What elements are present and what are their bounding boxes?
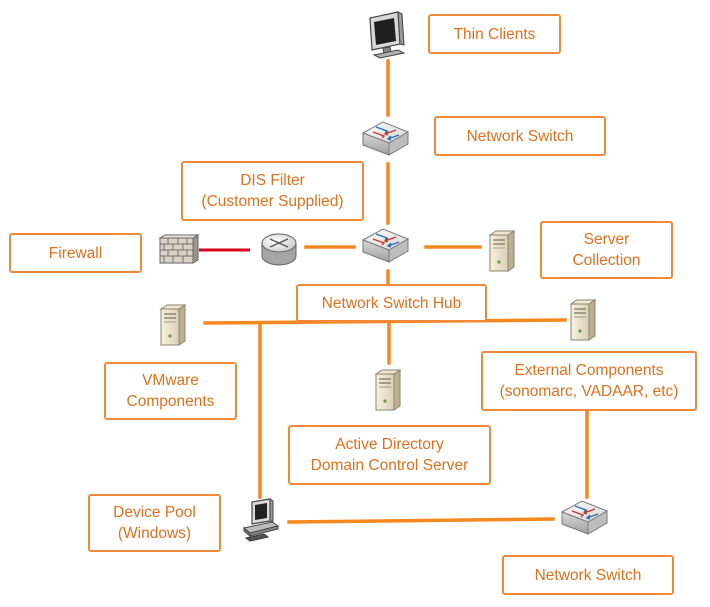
- label-dis-filter: DIS Filter (Customer Supplied): [181, 161, 364, 221]
- server-tower-icon: [570, 299, 596, 341]
- label-line: Domain Control Server: [310, 457, 469, 474]
- label-line: (Windows): [117, 525, 192, 542]
- network-switch-hub-icon: [362, 228, 409, 263]
- label-line: Network Switch: [466, 127, 574, 145]
- label-line: Device Pool: [113, 504, 196, 521]
- label-line: Network Switch Hub: [321, 294, 462, 312]
- label-vmware-components: VMware Components: [104, 362, 237, 420]
- label-line: DIS Filter: [240, 172, 305, 189]
- label-device-pool: Device Pool (Windows): [88, 494, 221, 552]
- monitor-icon: [369, 11, 406, 59]
- firewall-icon: [158, 234, 200, 264]
- label-network-switch-bottom: Network Switch: [502, 555, 674, 595]
- label-network-switch-top: Network Switch: [434, 116, 606, 156]
- label-line: VMware: [142, 372, 199, 389]
- desktop-computer-icon: [243, 498, 279, 542]
- network-switch-icon: [362, 121, 409, 156]
- label-thin-clients: Thin Clients: [428, 14, 561, 54]
- link-device-pool-switch: [287, 517, 555, 524]
- network-switch-icon: [561, 500, 608, 535]
- label-line: Collection: [572, 252, 641, 269]
- label-line: (sonomarc, VADAAR, etc): [499, 383, 679, 400]
- label-line: Components: [126, 393, 215, 410]
- label-external-components: External Components (sonomarc, VADAAR, e…: [481, 351, 697, 411]
- label-network-switch-hub: Network Switch Hub: [296, 284, 487, 322]
- server-tower-icon: [160, 304, 186, 346]
- label-line: External Components: [514, 362, 664, 379]
- label-line: Network Switch: [534, 566, 642, 584]
- label-line: Firewall: [48, 244, 103, 262]
- server-tower-icon: [489, 230, 515, 272]
- server-tower-icon: [375, 369, 401, 411]
- label-firewall: Firewall: [9, 233, 142, 273]
- router-icon: [261, 233, 297, 266]
- label-line: Server: [583, 231, 630, 248]
- label-active-directory: Active Directory Domain Control Server: [288, 425, 491, 485]
- label-line: Thin Clients: [453, 25, 536, 43]
- label-server-collection: Server Collection: [540, 221, 673, 279]
- label-line: Active Directory: [335, 436, 444, 453]
- label-line: (Customer Supplied): [201, 193, 344, 210]
